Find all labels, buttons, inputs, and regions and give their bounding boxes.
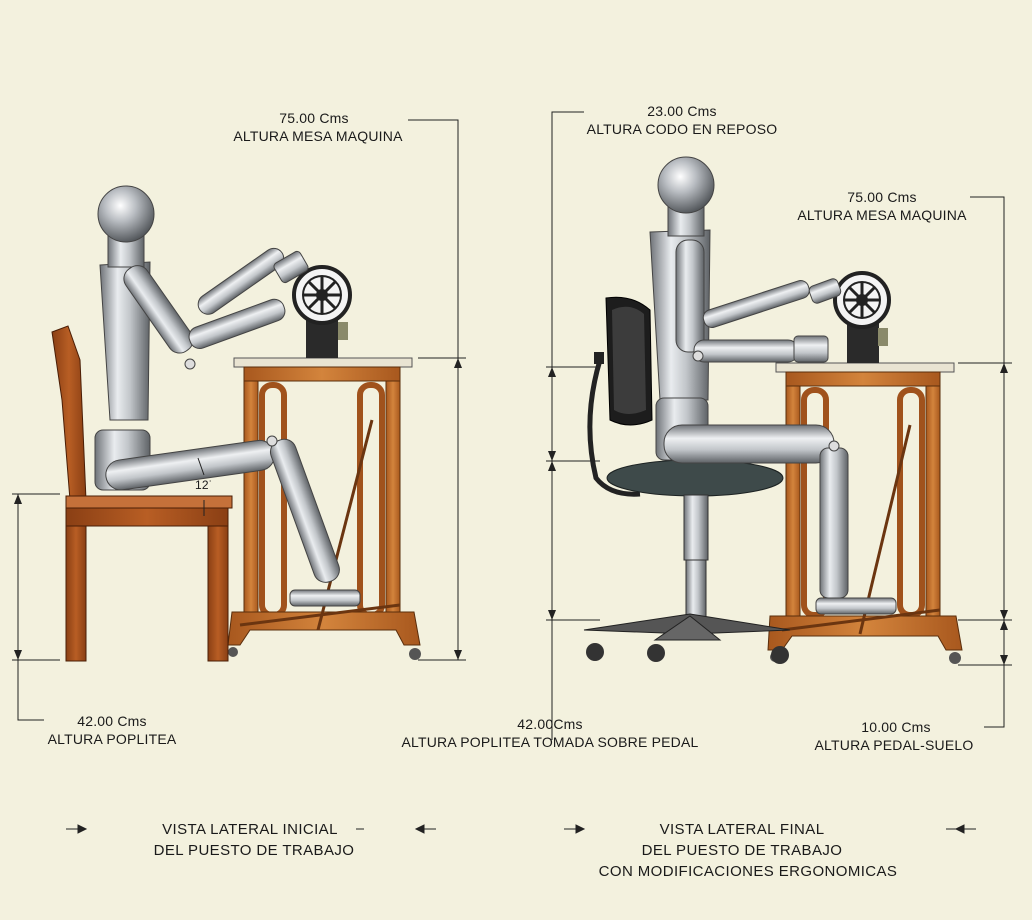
- right-table-height-label: ALTURA MESA MAQUINA: [797, 207, 967, 223]
- right-title-line-3: CON MODIFICACIONES ERGONOMICAS: [598, 863, 898, 880]
- left-sewing-table: [227, 357, 421, 660]
- pedal-height-label: ALTURA PEDAL-SUELO: [814, 737, 974, 753]
- left-sewing-machine: [292, 265, 352, 358]
- left-arrowheads: [14, 358, 462, 660]
- title-arrows: [66, 824, 976, 834]
- left-wooden-chair: [51, 325, 233, 662]
- left-table-height-value: 75.00 Cms: [279, 110, 349, 126]
- right-title-line-1: VISTA LATERAL FINAL: [659, 821, 825, 838]
- left-title-line-2: DEL PUESTO DE TRABAJO: [153, 842, 355, 859]
- left-table-height-label: ALTURA MESA MAQUINA: [233, 128, 403, 144]
- right-elbow-height-value: 23.00 Cms: [647, 103, 717, 119]
- right-office-chair: [583, 296, 791, 664]
- right-dimension-lines: [546, 111, 1012, 740]
- right-sewing-machine: [833, 271, 891, 363]
- left-mannequin: [94, 185, 361, 607]
- right-mannequin: [649, 156, 897, 615]
- right-popliteal-label: ALTURA POPLITEA TOMADA SOBRE PEDAL: [401, 734, 699, 750]
- right-popliteal-value: 42.00Cms: [517, 716, 583, 732]
- left-popliteal-label: ALTURA POPLITEA: [47, 731, 177, 747]
- knee-angle-label: 12˙: [195, 478, 213, 492]
- left-dimension-lines: [12, 119, 466, 721]
- left-popliteal-value: 42.00 Cms: [77, 713, 147, 729]
- right-sewing-table: [767, 362, 963, 664]
- right-title-line-2: DEL PUESTO DE TRABAJO: [641, 842, 843, 859]
- right-elbow-height-label: ALTURA CODO EN REPOSO: [586, 121, 778, 137]
- left-title-line-1: VISTA LATERAL INICIAL: [162, 821, 338, 838]
- right-table-height-value: 75.00 Cms: [847, 189, 917, 205]
- pedal-height-value: 10.00 Cms: [861, 719, 931, 735]
- right-arrowheads: [548, 363, 1008, 665]
